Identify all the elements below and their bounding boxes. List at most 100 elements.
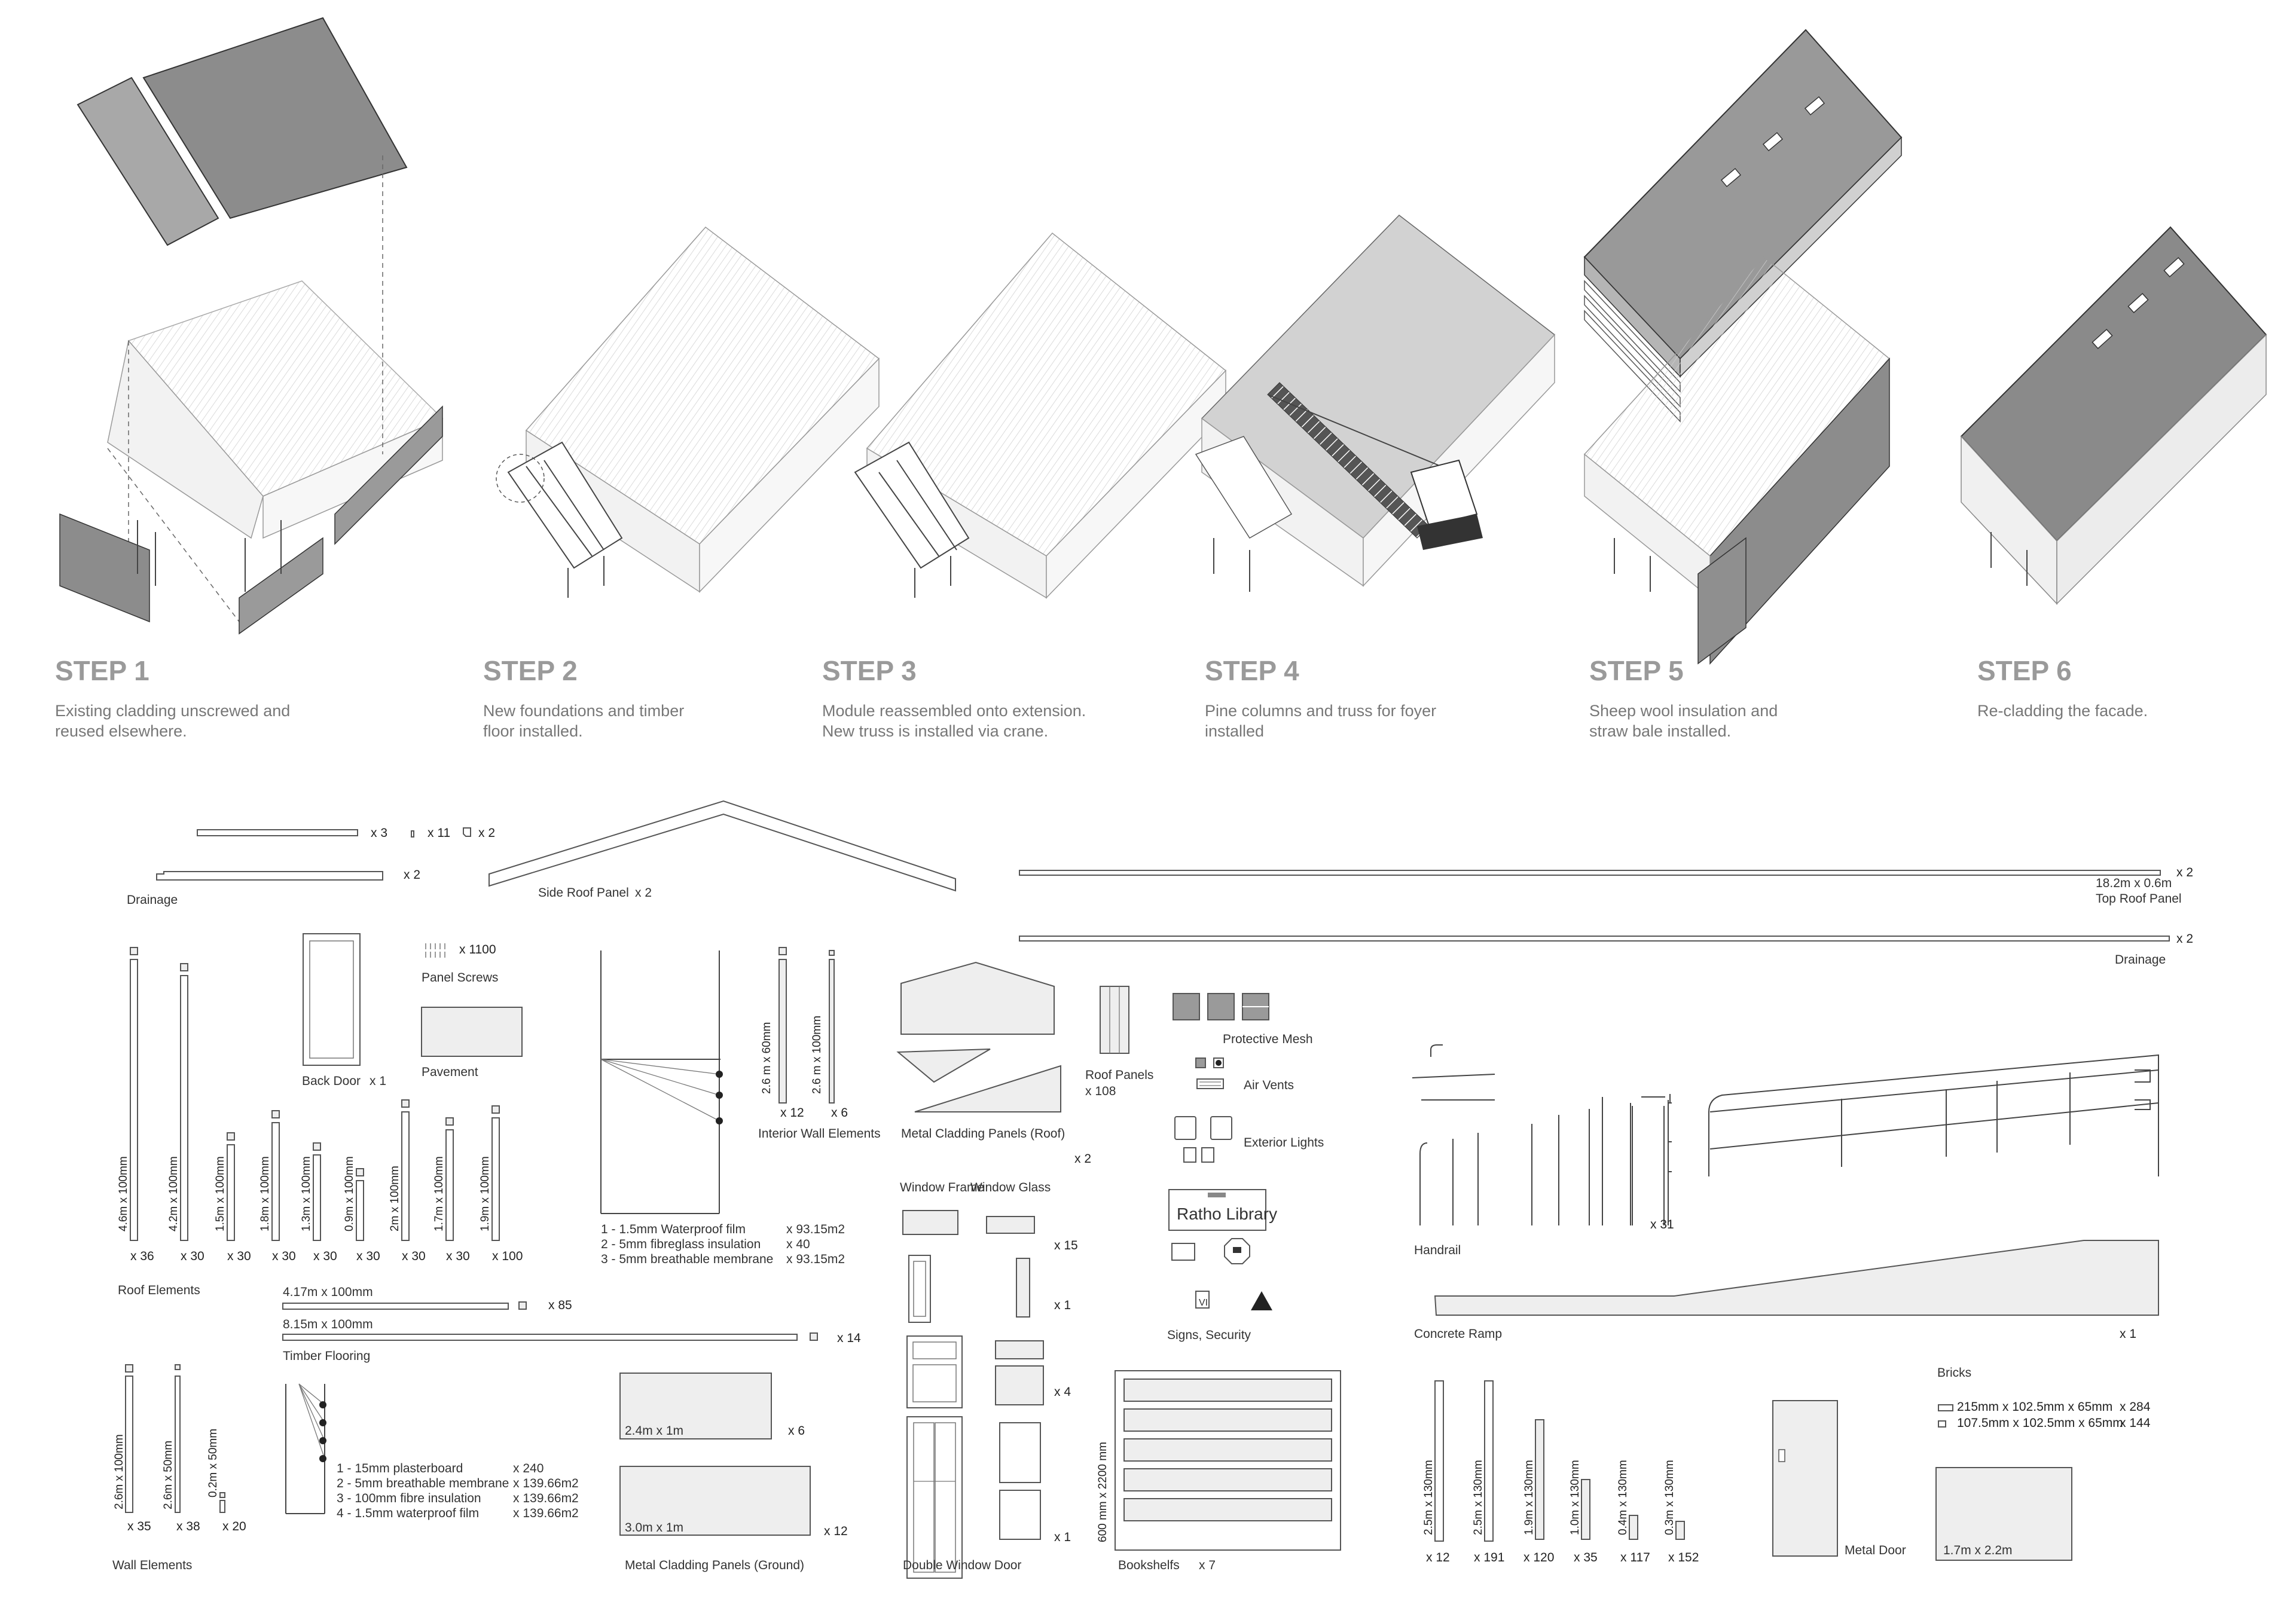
bookshelves-count: x 7 [1199, 1558, 1216, 1572]
straw-count-2: x 191 [1474, 1551, 1504, 1564]
drainage-label: Drainage [127, 893, 178, 907]
drainage-count-a: x 3 [371, 826, 387, 840]
metal-cladding-ground-size-b: 3.0m x 1m [625, 1521, 683, 1535]
step-6-illustration [1960, 226, 2267, 605]
roof-element-size-9: 1.9m x 100mm [479, 1156, 491, 1231]
protective-mesh-label: Protective Mesh [1223, 1032, 1313, 1046]
roof-element-count-5: x 30 [313, 1249, 337, 1263]
panel-screws-label: Panel Screws [422, 971, 498, 985]
straw-size-6: 0.3m x 130mm [1663, 1460, 1676, 1535]
interior-wall-count-b: x 6 [831, 1106, 848, 1120]
step-captions: STEP 1 Existing cladding unscrewed and r… [55, 655, 2148, 740]
roof-layers-group: 1 - 1.5mm Waterproof film 2 - 5mm fibreg… [600, 950, 845, 1266]
window-frame-label: Window Frame [900, 1181, 984, 1194]
interior-wall-label: Interior Wall Elements [758, 1127, 881, 1141]
air-vents-group: Air Vents [1195, 1057, 1294, 1092]
bricks-count-2: x 144 [2120, 1416, 2151, 1430]
step-1-illustration [59, 17, 444, 635]
timber-flooring-count-b: x 14 [837, 1331, 861, 1345]
step-3-title: STEP 3 [822, 655, 917, 686]
metal-cladding-ground-size-a: 2.4m x 1m [625, 1424, 683, 1438]
panel-screws-count: x 1100 [459, 943, 496, 956]
concrete-slab-size: 1.7m x 2.2m [1943, 1543, 2013, 1557]
step-4-title: STEP 4 [1205, 655, 1299, 686]
double-window-door-label: Double Window Door [903, 1558, 1021, 1572]
straw-size-1: 2.5m x 130mm [1422, 1460, 1435, 1535]
roof-element-count-1: x 36 [130, 1249, 154, 1263]
back-door-label: Back Door [302, 1074, 361, 1088]
side-roof-panel-group: Side Roof Panel x 2 [488, 800, 956, 900]
interior-wall-group: 2.6 m x 60mm 2.6 m x 100mm x 12 x 6 Inte… [758, 947, 881, 1141]
top-roof-panel-label: Top Roof Panel [2096, 892, 2182, 906]
roof-element-size-1: 4.6m x 100mm [117, 1156, 130, 1231]
roof-element-size-2: 4.2m x 100mm [167, 1156, 180, 1231]
drainage-long-label: Drainage [2115, 953, 2166, 967]
protective-mesh-group: Protective Mesh [1173, 993, 1313, 1046]
wall-layer-3: 3 - 100mm fibre insulation [337, 1491, 481, 1505]
roof-element-size-6: 0.9m x 100mm [343, 1156, 356, 1231]
wall-element-count-3: x 20 [222, 1520, 246, 1533]
bricks-group: Bricks 215mm x 102.5mm x 65mm x 284 107.… [1937, 1366, 2151, 1430]
straw-size-4: 1.0m x 130mm [1569, 1460, 1581, 1535]
wall-element-size-1: 2.6m x 100mm [113, 1434, 126, 1509]
timber-flooring-size-a: 4.17m x 100mm [283, 1285, 373, 1299]
windows-count-4: x 1 [1054, 1530, 1071, 1544]
top-roof-panel-size: 18.2m x 0.6m [2096, 876, 2172, 890]
drainage-small-group: x 3 x 11 x 2 x 2 Drainage [127, 826, 495, 907]
step-2-text-2: floor installed. [483, 722, 583, 740]
metal-door-group: Metal Door [1772, 1400, 1906, 1557]
roof-element-count-3: x 30 [227, 1249, 251, 1263]
drainage-count-b: x 11 [428, 826, 450, 840]
step-3-illustration [854, 232, 1227, 599]
straw-size-5: 0.4m x 130mm [1617, 1460, 1629, 1535]
panel-screws-group: x 1100 Panel Screws [422, 943, 498, 985]
straw-count-1: x 12 [1426, 1551, 1450, 1564]
side-roof-panel-count: x 2 [635, 886, 652, 900]
metal-cladding-roof-count: x 2 [1074, 1152, 1091, 1166]
timber-flooring-count-a: x 85 [548, 1298, 572, 1312]
roof-panels-group: Roof Panels x 108 [1085, 986, 1153, 1098]
windows-count-2: x 1 [1054, 1298, 1071, 1312]
handrail-count: x 31 [1650, 1218, 1674, 1231]
wall-layer-count-2: x 139.66m2 [513, 1477, 579, 1490]
windows-count-1: x 15 [1054, 1239, 1078, 1252]
step-5-illustration [1583, 29, 1903, 665]
roof-element-size-7: 2m x 100mm [389, 1166, 401, 1231]
step-5-title: STEP 5 [1589, 655, 1684, 686]
step-2-illustration [496, 226, 880, 598]
pavement-label: Pavement [422, 1065, 478, 1079]
drainage-long-count: x 2 [2176, 932, 2193, 946]
step-5-text-2: straw bale installed. [1589, 722, 1731, 740]
windows-count-3: x 4 [1054, 1385, 1071, 1399]
wall-layer-count-3: x 139.66m2 [513, 1491, 579, 1505]
step-1-text-1: Existing cladding unscrewed and [55, 702, 290, 720]
roof-element-size-8: 1.7m x 100mm [433, 1156, 445, 1231]
wall-element-count-2: x 38 [176, 1520, 200, 1533]
metal-cladding-roof-label: Metal Cladding Panels (Roof) [901, 1127, 1065, 1141]
step-2-title: STEP 2 [483, 655, 578, 686]
step-1-title: STEP 1 [55, 655, 149, 686]
metal-cladding-ground-count-b: x 12 [824, 1524, 848, 1538]
window-glass-label: Window Glass [970, 1181, 1051, 1194]
straw-bales-group: 2.5m x 130mm 2.5m x 130mm 1.9m x 130mm 1… [1422, 1380, 1699, 1564]
wall-layers-group: 1 - 15mm plasterboard 2 - 5mm breathable… [285, 1383, 579, 1520]
straw-count-6: x 152 [1668, 1551, 1699, 1564]
roof-layer-count-2: x 40 [786, 1237, 810, 1251]
roof-layer-1: 1 - 1.5mm Waterproof film [601, 1222, 746, 1236]
metal-door-label: Metal Door [1845, 1543, 1906, 1557]
step-1-text-2: reused elsewhere. [55, 722, 187, 740]
bricks-line-1: 215mm x 102.5mm x 65mm [1957, 1400, 2112, 1414]
metal-cladding-ground-group: 2.4m x 1m x 6 3.0m x 1m x 12 Metal Cladd… [619, 1373, 848, 1572]
signs-group: Ratho Library VI Signs, Security [1167, 1189, 1277, 1342]
roof-element-count-7: x 30 [402, 1249, 426, 1263]
step-2-text-1: New foundations and timber [483, 702, 684, 720]
straw-size-3: 1.9m x 130mm [1523, 1460, 1535, 1535]
step-4-text-1: Pine columns and truss for foyer [1205, 702, 1436, 720]
roof-layer-2: 2 - 5mm fibreglass insulation [601, 1237, 761, 1251]
drainage-count-d: x 2 [404, 868, 420, 882]
step-4-text-2: installed [1205, 722, 1264, 740]
air-vents-label: Air Vents [1244, 1078, 1294, 1092]
roof-layer-count-3: x 93.15m2 [786, 1252, 845, 1266]
concrete-ramp-label: Concrete Ramp [1414, 1327, 1502, 1341]
